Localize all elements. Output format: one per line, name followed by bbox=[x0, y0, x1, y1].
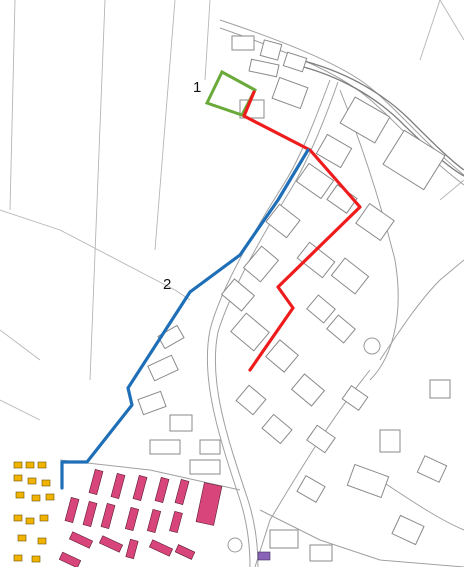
railway bbox=[299, 59, 464, 177]
residential-buildings-yellow bbox=[13, 461, 55, 563]
industrial-buildings bbox=[137, 35, 451, 562]
field-boundaries bbox=[0, 0, 464, 421]
residential-buildings-pink bbox=[58, 469, 223, 567]
blue-route-2[interactable] bbox=[60, 148, 310, 490]
roundabout bbox=[363, 337, 381, 355]
label-route-2: 2 bbox=[163, 276, 171, 293]
red-route[interactable] bbox=[242, 90, 362, 372]
green-parcel-area-1[interactable] bbox=[204, 69, 258, 117]
label-area-1: 1 bbox=[193, 79, 201, 96]
purple-building bbox=[257, 551, 271, 561]
roundabout-south bbox=[227, 537, 243, 553]
